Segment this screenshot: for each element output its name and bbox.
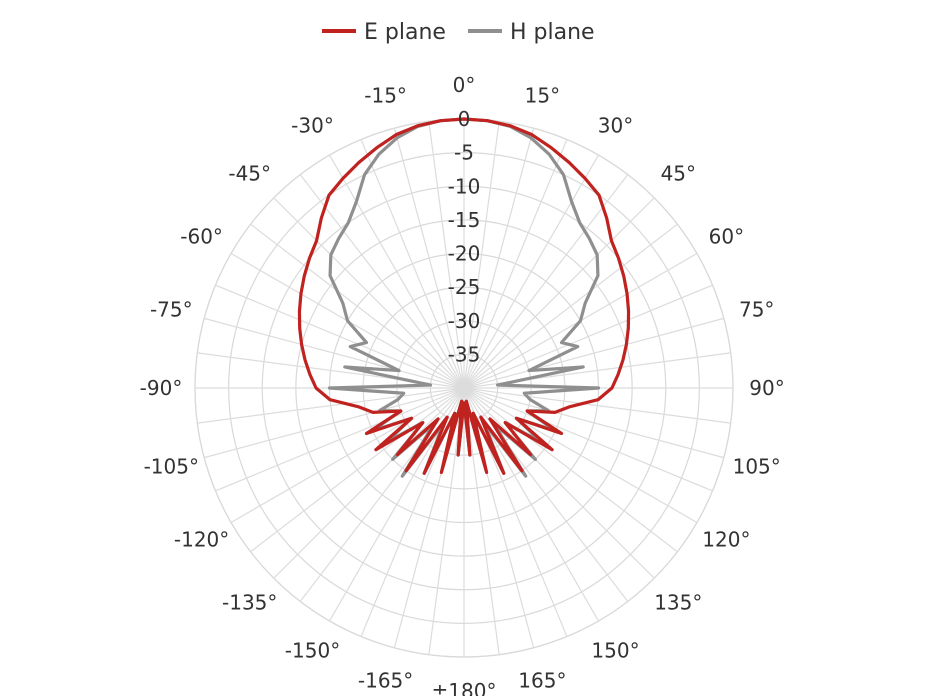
grid-spoke <box>463 197 655 389</box>
grid-spokes <box>195 119 733 657</box>
angular-tick-label: ±180° <box>432 679 497 696</box>
grid-spoke <box>463 387 713 492</box>
angular-tick-label: 15° <box>525 83 560 107</box>
legend-label: H plane <box>510 20 595 45</box>
grid-spoke <box>204 317 465 389</box>
grid-spoke <box>463 317 724 389</box>
grid-spoke <box>230 387 465 524</box>
angular-tick-labels: 0° 15° 30° 45° 60° 75° 90° 105° 120° 135° 150° 165°… <box>140 73 785 696</box>
radial-tick-label: 0 <box>458 107 471 131</box>
radial-tick-label: -30 <box>448 309 481 333</box>
radial-tick-label: -10 <box>448 174 481 198</box>
radial-tick-label: -20 <box>448 242 481 266</box>
grid-spoke <box>250 387 465 553</box>
grid-spoke <box>463 128 535 389</box>
angular-tick-label: -165° <box>358 669 413 693</box>
angular-tick-label: 45° <box>661 162 696 186</box>
grid-spoke <box>273 197 465 389</box>
angular-tick-label: -90° <box>140 376 183 400</box>
angular-tick-label: 60° <box>709 225 744 249</box>
angular-tick-label: -75° <box>150 298 193 322</box>
series-line-e-plane <box>297 117 631 475</box>
grid-spoke <box>197 387 465 424</box>
grid-spoke <box>463 387 698 524</box>
radial-tick-label: -15 <box>448 208 481 232</box>
angular-tick-label: -15° <box>364 83 407 107</box>
angular-tick-label: 30° <box>598 114 633 138</box>
radial-tick-labels: 0 -5 -10 -15 -20 -25 -30 -35 <box>448 107 481 366</box>
angular-tick-label: -30° <box>291 114 334 138</box>
angular-tick-label: -135° <box>222 590 277 614</box>
grid-spoke <box>463 223 678 389</box>
series-layer <box>297 117 631 478</box>
grid-spoke <box>204 387 465 459</box>
angular-tick-label: 75° <box>739 298 774 322</box>
grid-spoke <box>360 139 465 389</box>
legend: E plane H plane <box>322 20 595 45</box>
grid-spoke <box>428 121 465 389</box>
grid-spoke <box>463 154 600 389</box>
grid-spoke <box>328 154 465 389</box>
radial-tick-label: -35 <box>448 342 481 366</box>
radial-tick-label: -5 <box>454 141 474 165</box>
angular-tick-label: 0° <box>453 73 476 97</box>
angular-tick-label: 90° <box>749 376 784 400</box>
grid-spoke <box>463 387 724 459</box>
grid-spoke <box>463 387 655 579</box>
angular-tick-label: 165° <box>518 669 566 693</box>
angular-tick-label: -45° <box>228 162 271 186</box>
grid-spoke <box>463 284 713 389</box>
grid-spoke <box>463 387 731 424</box>
angular-tick-label: 105° <box>733 454 781 478</box>
radial-tick-label: -25 <box>448 275 481 299</box>
legend-label: E plane <box>364 20 446 45</box>
grid-spoke <box>299 174 465 389</box>
angular-tick-label: 150° <box>591 638 639 662</box>
grid-spoke <box>393 128 465 389</box>
grid-spoke <box>215 387 465 492</box>
angular-tick-label: 135° <box>654 590 702 614</box>
grid-spoke <box>463 174 629 389</box>
angular-tick-label: -150° <box>285 638 340 662</box>
angular-tick-label: -105° <box>144 454 199 478</box>
grid-spoke <box>463 121 500 389</box>
grid-spoke <box>463 387 678 553</box>
angular-tick-label: -60° <box>180 225 223 249</box>
grid-spoke <box>250 223 465 389</box>
grid-spoke <box>273 387 465 579</box>
angular-tick-label: -120° <box>174 528 229 552</box>
grid-spoke <box>215 284 465 389</box>
grid-spoke <box>463 139 568 389</box>
angular-tick-label: 120° <box>702 528 750 552</box>
